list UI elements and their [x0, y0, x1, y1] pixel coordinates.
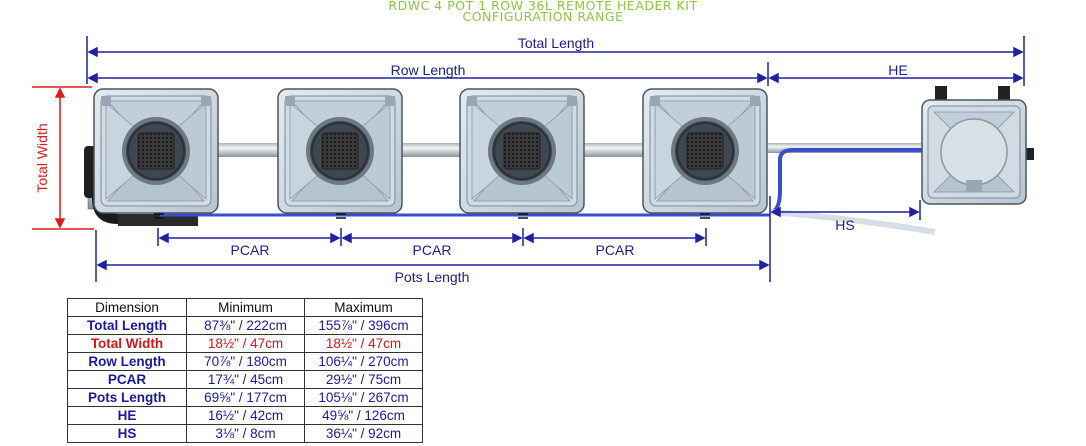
- header-tank: [921, 86, 1034, 205]
- pcar-label-1: PCAR: [231, 242, 270, 258]
- row-minimum: 16½" / 42cm: [186, 406, 305, 425]
- table-header-row: Dimension Minimum Maximum: [67, 298, 423, 317]
- row-minimum: 87⅜" / 222cm: [186, 316, 305, 335]
- total-width-label: Total Width: [34, 123, 50, 192]
- row-maximum: 18½" / 47cm: [304, 334, 423, 353]
- table-row: Pots Length 69⅝" / 177cm 105⅛" / 267cm: [67, 388, 423, 407]
- pcar-dimension-1: [158, 232, 341, 244]
- pots-length-dimension: [96, 259, 770, 271]
- row-dimension-name: Total Length: [67, 316, 187, 335]
- he-dimension: [768, 72, 1024, 84]
- row-minimum: 3⅛" / 8cm: [186, 424, 305, 443]
- pots-length-label: Pots Length: [395, 269, 470, 285]
- title-line-2: CONFIGURATION RANGE: [462, 9, 624, 24]
- row-dimension-name: Total Width: [67, 334, 187, 353]
- row-maximum: 49⅝" / 126cm: [304, 406, 423, 425]
- diagram-title: RDWC 4 POT 1 ROW 36L REMOTE HEADER KIT C…: [0, 0, 1086, 24]
- title-line-1: RDWC 4 POT 1 ROW 36L REMOTE HEADER KIT: [388, 0, 698, 13]
- total-length-dimension: [87, 46, 1024, 58]
- row-minimum: 17¾" / 45cm: [186, 370, 305, 389]
- table-row: PCAR 17¾" / 45cm 29½" / 75cm: [67, 370, 423, 389]
- pot-1: [93, 88, 219, 214]
- total-width-dimension: [32, 86, 94, 230]
- row-dimension-name: Row Length: [67, 352, 187, 371]
- row-minimum: 69⅝" / 177cm: [186, 388, 305, 407]
- table-row: HS 3⅛" / 8cm 36¼" / 92cm: [67, 424, 423, 443]
- pot-center-marks: [154, 213, 710, 219]
- row-maximum: 106¼" / 270cm: [304, 352, 423, 371]
- row-minimum: 70⅞" / 180cm: [186, 352, 305, 371]
- row-dimension-name: PCAR: [67, 370, 187, 389]
- row-dimension-name: HE: [67, 406, 187, 425]
- column-header-dimension: Dimension: [67, 298, 187, 317]
- system-diagram: Total Length Row Length HE HS PCAR PCAR …: [32, 35, 1034, 285]
- dimension-table: Dimension Minimum Maximum Total Length 8…: [67, 298, 423, 443]
- row-maximum: 36¼" / 92cm: [304, 424, 423, 443]
- table-row: Total Length 87⅜" / 222cm 155⅞" / 396cm: [67, 316, 423, 335]
- pcar-label-2: PCAR: [413, 242, 452, 258]
- column-header-minimum: Minimum: [186, 298, 305, 317]
- hs-label: HS: [835, 217, 854, 233]
- total-length-label: Total Length: [518, 35, 594, 51]
- row-minimum: 18½" / 47cm: [186, 334, 305, 353]
- table-row: HE 16½" / 42cm 49⅝" / 126cm: [67, 406, 423, 425]
- pcar-label-3: PCAR: [596, 242, 635, 258]
- row-length-dimension: [87, 72, 768, 84]
- pot-2: [277, 88, 403, 214]
- pcar-dimension-3: [523, 232, 706, 244]
- row-maximum: 105⅛" / 267cm: [304, 388, 423, 407]
- row-length-label: Row Length: [391, 62, 466, 78]
- pcar-dimension-2: [341, 232, 523, 244]
- column-header-maximum: Maximum: [304, 298, 423, 317]
- hs-dimension: [770, 206, 920, 218]
- table-row: Row Length 70⅞" / 180cm 106¼" / 270cm: [67, 352, 423, 371]
- row-dimension-name: Pots Length: [67, 388, 187, 407]
- he-label: HE: [888, 62, 907, 78]
- row-maximum: 29½" / 75cm: [304, 370, 423, 389]
- pot-3: [459, 88, 585, 214]
- pot-4: [642, 88, 768, 214]
- row-dimension-name: HS: [67, 424, 187, 443]
- table-row: Total Width 18½" / 47cm 18½" / 47cm: [67, 334, 423, 353]
- row-maximum: 155⅞" / 396cm: [304, 316, 423, 335]
